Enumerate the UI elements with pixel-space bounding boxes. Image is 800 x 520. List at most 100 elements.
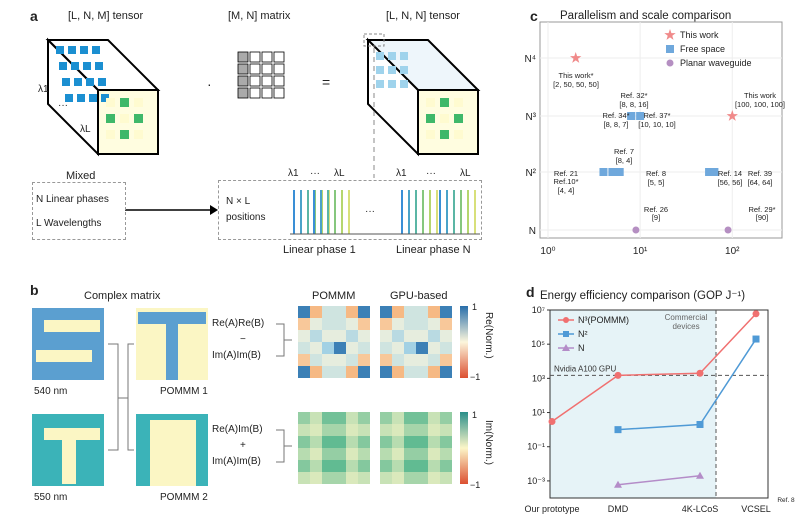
- heatmap-cell: [334, 318, 346, 330]
- heatmap-cell: [404, 318, 416, 330]
- tensor-cell: [376, 52, 384, 60]
- data-point-circle: [666, 59, 674, 67]
- heatmap-cell: [310, 354, 322, 366]
- heatmap-cell: [310, 448, 322, 460]
- tensor-cell: [120, 98, 129, 107]
- heatmap-cell: [298, 366, 310, 378]
- wl-lamL-a: λL: [334, 168, 345, 179]
- panel-b-graphics: [32, 306, 468, 486]
- y-tick-label: 10³: [532, 373, 545, 383]
- heatmap-cell: [440, 366, 452, 378]
- heatmap-cell: [404, 354, 416, 366]
- x-tick-label: 10²: [725, 246, 740, 257]
- annotation: Ref. 34*: [602, 111, 629, 120]
- heatmap-cell: [310, 366, 322, 378]
- heatmap-cell: [310, 318, 322, 330]
- tensor-cell: [120, 130, 129, 139]
- heatmap-cell: [322, 366, 334, 378]
- series-line: [617, 475, 701, 486]
- mixed-inputs-box: [32, 182, 126, 240]
- matrix-cell: [261, 63, 273, 75]
- heatmap-cell: [440, 354, 452, 366]
- tensor-cell: [106, 98, 115, 107]
- annotation: Ref. 32*: [620, 91, 647, 100]
- tensor-cell: [74, 78, 82, 86]
- lambda-1-label: λ1: [38, 84, 49, 95]
- wl-lam1-a: λ1: [288, 168, 299, 179]
- heatmap-cell: [334, 342, 346, 354]
- heatmap-cell: [440, 306, 452, 318]
- panel-b-label: b: [30, 282, 39, 298]
- positions-label: positions: [226, 212, 266, 223]
- rere-label: Re(A)Re(B): [212, 318, 265, 329]
- annotation: Ref. 26: [644, 205, 668, 214]
- heatmap-cell: [298, 424, 310, 436]
- heatmap-cell: [298, 330, 310, 342]
- heatmap-cell: [322, 448, 334, 460]
- matrix-cell: [261, 87, 273, 99]
- heatmap-cell: [428, 354, 440, 366]
- heatmap-cell: [404, 448, 416, 460]
- heatmap-cell: [380, 354, 392, 366]
- y-tick-label: N: [529, 226, 536, 237]
- matrix-cell: [237, 75, 249, 87]
- annotation: Ref. 7: [614, 147, 634, 156]
- annotation: Ref.10*: [553, 177, 578, 186]
- y-tick-label: N²: [525, 168, 536, 179]
- heatmap-cell: [380, 318, 392, 330]
- heatmap-cell: [392, 330, 404, 342]
- reim-label: Re(A)Im(B): [212, 424, 263, 435]
- data-point-square: [636, 112, 645, 120]
- tensor-cell: [376, 66, 384, 74]
- legend-label: Planar waveguide: [680, 58, 752, 68]
- heatmap-cell: [310, 330, 322, 342]
- heatmap-cell: [392, 342, 404, 354]
- heatmap-cell: [358, 306, 370, 318]
- heatmap-cell: [416, 306, 428, 318]
- data-point-square: [705, 168, 714, 176]
- tensor-cell: [388, 80, 396, 88]
- heatmap-cell: [440, 330, 452, 342]
- y-tick-label: 10⁻³: [527, 476, 545, 486]
- tensor-lnm-label: [L, N, M] tensor: [68, 10, 144, 22]
- heatmap-cell: [440, 472, 452, 484]
- heatmap-cell: [358, 318, 370, 330]
- heatmap-cell: [428, 472, 440, 484]
- data-point-star: [570, 52, 582, 63]
- ref-label: Ref. 8: [777, 497, 795, 504]
- heatmap-cell: [380, 306, 392, 318]
- heatmap-cell: [346, 306, 358, 318]
- heatmap-cell: [322, 354, 334, 366]
- heatmap-cell: [310, 472, 322, 484]
- matrix-cell: [261, 51, 273, 63]
- data-point-star: [664, 29, 676, 40]
- tensor-cell: [101, 94, 109, 102]
- matrix-cell: [237, 63, 249, 75]
- heatmap-cell: [416, 472, 428, 484]
- annotation: [4, 4]: [558, 186, 575, 195]
- heatmap-cell: [322, 460, 334, 472]
- heatmap-cell: [404, 424, 416, 436]
- tensor-cell: [120, 114, 129, 123]
- heatmap-cell: [404, 366, 416, 378]
- heatmap-cell: [358, 472, 370, 484]
- heatmap-cell: [428, 460, 440, 472]
- tensor-cell: [440, 114, 449, 123]
- annotation: [64, 64]: [747, 178, 772, 187]
- heatmap-cell: [440, 460, 452, 472]
- heatmap-cell: [346, 436, 358, 448]
- tensor-cell: [98, 78, 106, 86]
- tensor-cell: [440, 98, 449, 107]
- heatmap-cell: [310, 424, 322, 436]
- heatmap-cell: [346, 330, 358, 342]
- matrix-cell: [273, 51, 285, 63]
- heatmap-cell: [416, 448, 428, 460]
- legend-marker: [562, 344, 570, 351]
- linear-phases-label: N Linear phases: [36, 194, 109, 205]
- series-line: [551, 313, 757, 423]
- annotation: [5, 5]: [648, 178, 665, 187]
- heatmap-cell: [346, 354, 358, 366]
- tensor-lnn: [363, 33, 481, 178]
- matrix-cell: [237, 87, 249, 99]
- heatmap-cell: [380, 342, 392, 354]
